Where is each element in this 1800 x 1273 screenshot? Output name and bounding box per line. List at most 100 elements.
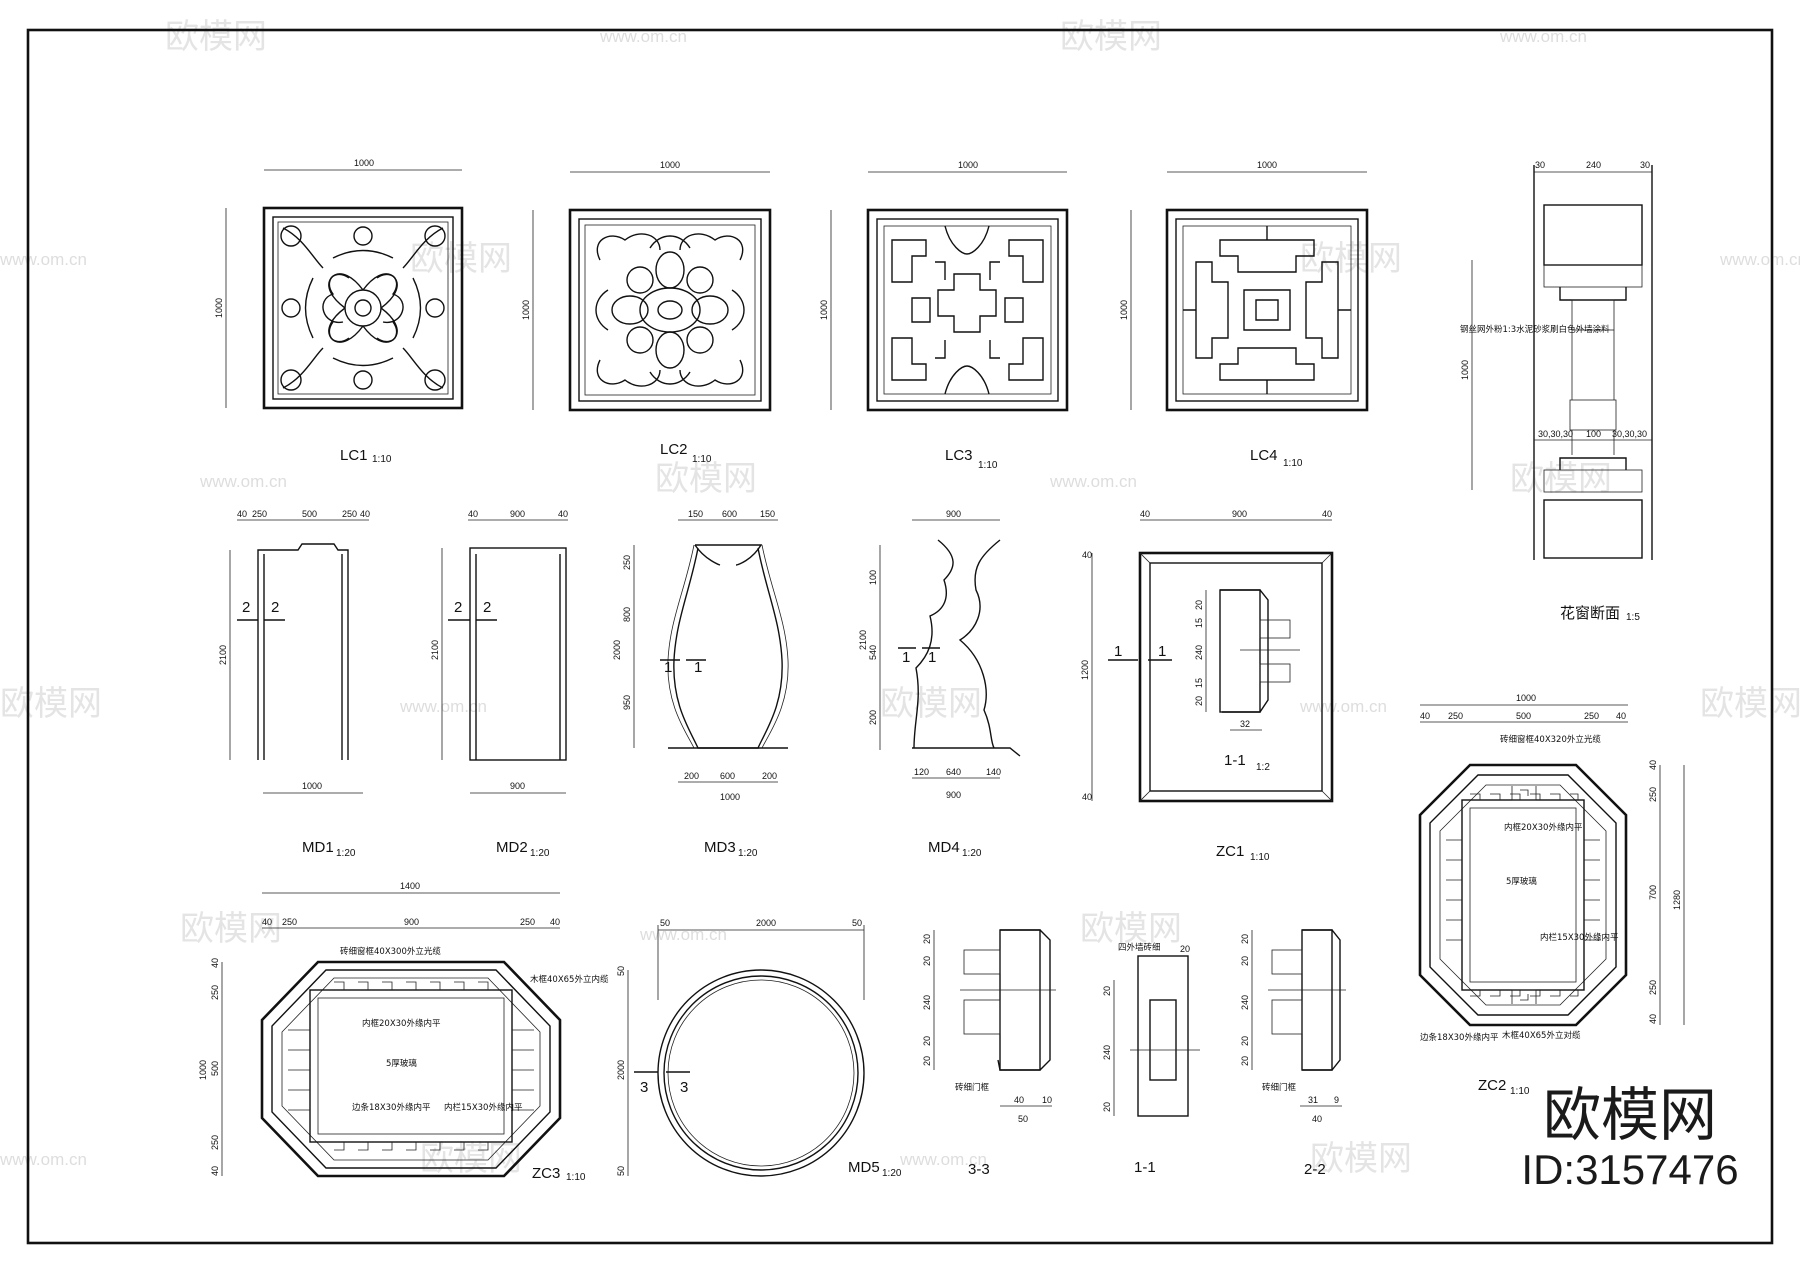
dim-segment: 120 (914, 767, 929, 777)
dim-segment: 31 (1308, 1095, 1318, 1105)
door-md1: 250 500 250 40 40 2100 2 2 1000 MD1 1:20 (218, 509, 370, 859)
dim-width: 1000 (660, 160, 680, 170)
dim-segment: 20 (1102, 986, 1112, 996)
dim-height: 1000 (521, 300, 531, 320)
note: 四外墙砖细 (1118, 942, 1161, 953)
note: 木框40X65外立内缆 (530, 974, 609, 985)
dim-segment: 50 (616, 966, 626, 976)
detail-scale: 1:2 (1256, 762, 1270, 773)
note: 5厚玻璃 (1506, 876, 1537, 887)
dim-segment: 240 (1240, 995, 1250, 1010)
note: 5厚玻璃 (386, 1058, 417, 1069)
dim-detail-bottom: 32 (1240, 719, 1250, 729)
dim-segment: 250 (1648, 787, 1658, 802)
dim-segment: 20 (922, 1036, 932, 1046)
watermark-url: www.om.cn (599, 27, 687, 46)
dim-segment: 500 (210, 1061, 220, 1076)
dim-height: 1000 (1460, 360, 1470, 380)
watermark-url: www.om.cn (199, 472, 287, 491)
window-scale: 1:10 (692, 454, 712, 465)
door-md5: 50 2000 50 50 2000 50 3 3 MD5 1:20 (616, 918, 902, 1179)
door-md4: 900 100 540 200 2100 1 1 120 640 140 900… (858, 509, 1021, 859)
dim-segment: 20 (922, 956, 932, 966)
door-name: MD5 (848, 1159, 880, 1176)
dim-segment: 800 (622, 607, 632, 622)
watermark-brand: 欧模网 (0, 684, 102, 724)
dim-segment: 200 (762, 771, 777, 781)
dim-side: 30,30,30 (1612, 429, 1647, 439)
dim-segment: 150 (760, 509, 775, 519)
dim-segment: 50 (852, 918, 862, 928)
dim-height: 2100 (430, 640, 440, 660)
cut-mark: 1 (664, 659, 672, 676)
watermark-brand: 欧模网 (1510, 459, 1612, 499)
watermark-brand: 欧模网 (655, 459, 757, 499)
window-lc4: 1000 1000 LC4 1:10 (1119, 160, 1369, 469)
dim-total: 50 (1018, 1114, 1028, 1124)
cut-mark: 2 (242, 599, 250, 616)
note: 砖细窗框40X320外立光缆 (1500, 734, 1601, 745)
dim-segment: 500 (1516, 711, 1531, 721)
dim-width: 1000 (354, 158, 374, 168)
door-name: MD3 (704, 839, 736, 856)
watermark-brand: 欧模网 (165, 17, 267, 57)
dim-segment: 40 (237, 509, 247, 519)
window-scale: 1:10 (1510, 1086, 1530, 1097)
dim-height: 1000 (819, 300, 829, 320)
window-lc3: 1000 1000 LC3 1:10 (819, 160, 1069, 471)
dim-segment: 600 (720, 771, 735, 781)
dim-segment: 950 (622, 695, 632, 710)
dim-segment: 250 (520, 917, 535, 927)
dim-segment: 20 (1240, 1036, 1250, 1046)
watermark-url: www.om.cn (1049, 472, 1137, 491)
dim-segment: 40 (1082, 792, 1092, 802)
cut-mark: 2 (483, 599, 491, 616)
section-title: 花窗断面 (1560, 604, 1620, 622)
section-name: 1-1 (1134, 1159, 1156, 1176)
dim-detail: 20 (1194, 696, 1204, 706)
cut-mark: 3 (640, 1079, 648, 1096)
note: 边条18X30外缘内平 (1420, 1032, 1499, 1043)
window-scale: 1:10 (978, 460, 998, 471)
dim-height: 1000 (214, 298, 224, 318)
window-name: LC4 (1250, 447, 1278, 464)
dim-segment: 150 (688, 509, 703, 519)
dim-segment: 140 (986, 767, 1001, 777)
dim-segment: 250 (622, 555, 632, 570)
dim-segment: 40 (1014, 1095, 1024, 1105)
dim-segment: 240 (1102, 1045, 1112, 1060)
door-name: MD1 (302, 839, 334, 856)
window-scale: 1:10 (1283, 458, 1303, 469)
dim-detail: 15 (1194, 678, 1204, 688)
cut-mark: 2 (454, 599, 462, 616)
section-name: 3-3 (968, 1161, 990, 1178)
dim-segment: 40 (210, 1166, 220, 1176)
dim-segment: 20 (1240, 956, 1250, 966)
window-zc2: 1000 40 250 500 250 40 砖细窗框40X320外立光缆 内框… (1418, 693, 1685, 1097)
note: 内栏15X30外缘内平 (1540, 932, 1619, 943)
note: 砖细窗框40X300外立光缆 (340, 946, 441, 957)
door-md3: 150 600 150 250 800 950 2000 1 1 200 600… (612, 509, 789, 859)
dim-segment: 900 (404, 917, 419, 927)
cut-mark: 1 (928, 649, 936, 666)
window-scale: 1:10 (566, 1172, 586, 1183)
brand-id: ID:3157476 (1521, 1145, 1739, 1193)
dim-side: 30 (1640, 160, 1650, 170)
dim-total: 40 (1312, 1114, 1322, 1124)
dim-segment: 50 (616, 1166, 626, 1176)
dim-segment: 250 (282, 917, 297, 927)
cut-mark: 1 (1158, 643, 1166, 660)
dim-segment: 10 (1042, 1095, 1052, 1105)
watermark-url: www.om.cn (1299, 697, 1387, 716)
window-name: ZC2 (1478, 1077, 1506, 1094)
cut-mark: 1 (1114, 643, 1122, 660)
dim-segment: 40 (558, 509, 568, 519)
dim-segment: 20 (922, 934, 932, 944)
watermark-url: www.om.cn (0, 1150, 87, 1169)
brand-watermark: 欧模网 ID:3157476 (1510, 1085, 1750, 1194)
dim-segment: 20 (1240, 1056, 1250, 1066)
dim-segment: 240 (922, 995, 932, 1010)
dim-segment: 40 (550, 917, 560, 927)
window-scale: 1:10 (372, 454, 392, 465)
